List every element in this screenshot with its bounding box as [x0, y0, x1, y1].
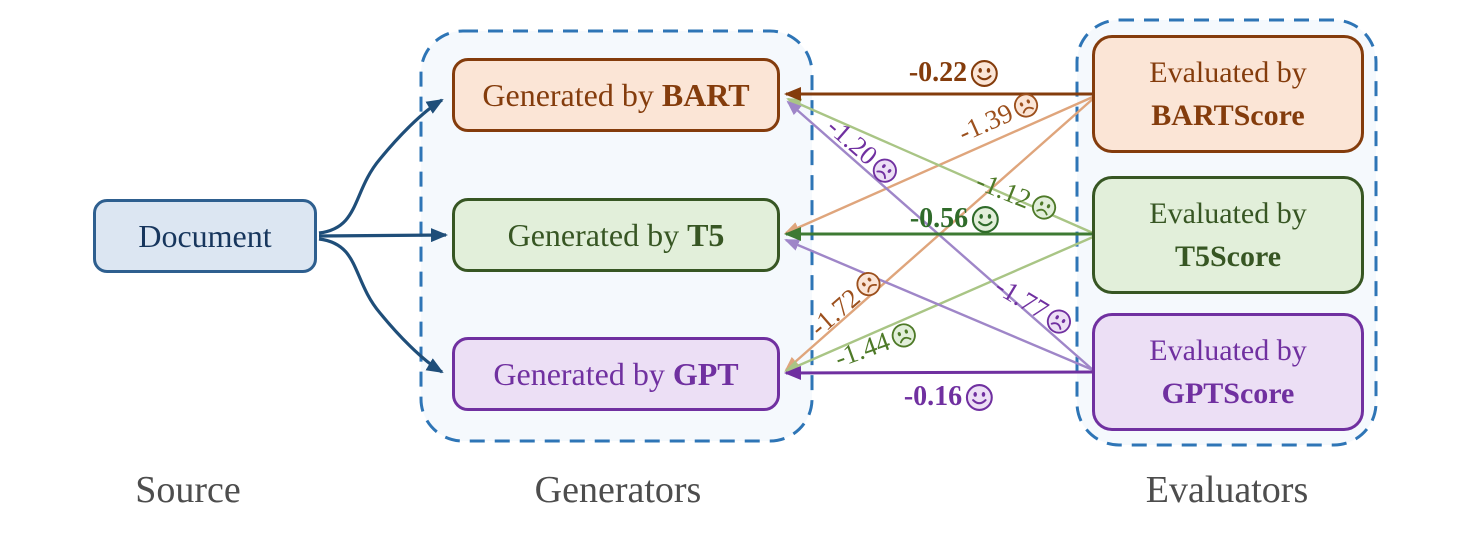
- sad-face-icon: [873, 158, 898, 183]
- evaluator-gptscore-box: Evaluated by GPTScore: [1092, 313, 1364, 431]
- generator-bart-name: BART: [661, 76, 750, 113]
- arrow-document-to-gpt: [318, 237, 444, 374]
- evaluator-bartscore-box: Evaluated by BARTScore: [1092, 35, 1364, 153]
- score-t5score-gpt: -1.44: [831, 316, 922, 374]
- sad-face-icon: [1047, 309, 1072, 334]
- generator-gpt-name: GPT: [672, 355, 739, 392]
- score-bartscore-t5: -1.39: [954, 86, 1044, 149]
- document-box: Document: [93, 199, 317, 273]
- generator-bart-box: Generated by BART: [452, 58, 780, 132]
- sad-face-icon: [856, 271, 881, 296]
- evaluator-t5score-name: T5Score: [1174, 240, 1282, 273]
- score-bartscore-bart: -0.22: [909, 57, 999, 89]
- sad-face-icon: [1032, 195, 1057, 220]
- score-gptscore-t5: -1.77: [989, 271, 1078, 341]
- score-t5score-bart: -1.12: [972, 166, 1063, 227]
- arrow-gptscore-to-t5: [784, 238, 1094, 372]
- document-label: Document: [138, 217, 272, 254]
- arrow-gptscore-to-gpt: [784, 365, 1094, 380]
- score-value: -0.22: [908, 57, 968, 88]
- happy-face-icon: [972, 205, 1000, 233]
- happy-face-icon: [971, 59, 999, 87]
- score-value: -0.16: [903, 381, 963, 412]
- sad-face-icon: [1013, 92, 1039, 118]
- generator-gpt-prefix: Generated by: [493, 355, 665, 392]
- generator-t5-box: Generated by T5: [452, 198, 780, 272]
- caption-source: Source: [135, 469, 241, 511]
- evaluator-gptscore-name: GPTScore: [1161, 377, 1295, 410]
- arrow-gptscore-to-bart: [786, 100, 1094, 371]
- generator-bart-prefix: Generated by: [482, 76, 654, 113]
- arrow-bartscore-to-t5: [784, 94, 1096, 235]
- score-bartscore-gpt: -1.72: [804, 263, 889, 342]
- arrow-document-to-t5: [318, 228, 448, 243]
- sad-face-icon: [891, 322, 916, 347]
- evaluator-bartscore-name: BARTScore: [1151, 99, 1305, 132]
- score-t5score-t5: -0.56: [910, 203, 1000, 235]
- score-gptscore-gpt: -0.16: [904, 381, 994, 413]
- evaluator-t5score-prefix: Evaluated by: [1149, 196, 1307, 230]
- caption-generators: Generators: [534, 469, 702, 511]
- caption-evaluators: Evaluators: [1145, 469, 1309, 511]
- happy-face-icon: [966, 383, 994, 411]
- arrow-document-to-bart: [318, 98, 444, 235]
- score-gptscore-bart: -1.20: [821, 111, 906, 190]
- generator-gpt-box: Generated by GPT: [452, 337, 780, 411]
- evaluator-t5score-box: Evaluated by T5Score: [1092, 176, 1364, 294]
- score-value: -0.56: [909, 203, 969, 234]
- generator-t5-name: T5: [687, 216, 725, 253]
- evaluator-bartscore-prefix: Evaluated by: [1149, 55, 1307, 89]
- evaluator-gptscore-prefix: Evaluated by: [1149, 333, 1307, 367]
- generator-t5-prefix: Generated by: [507, 216, 680, 253]
